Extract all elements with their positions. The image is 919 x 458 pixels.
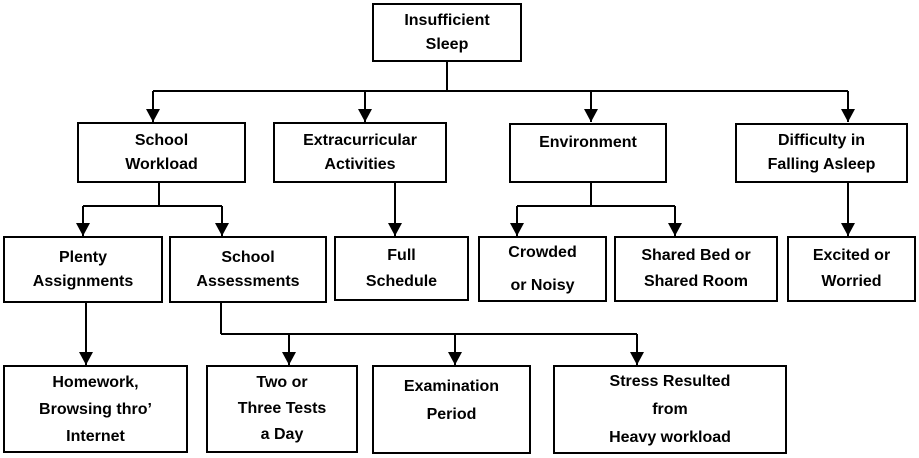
edge-line	[220, 303, 638, 365]
edge-line	[82, 183, 223, 236]
edge-difficulty-to-excited	[841, 183, 855, 236]
arrow-down-icon	[146, 109, 160, 122]
edge-line	[516, 183, 676, 236]
node-difficulty-falling-asleep: Difficulty in Falling Asleep	[735, 123, 908, 183]
edge-workload-to-children	[76, 183, 229, 236]
arrow-down-icon	[630, 352, 644, 365]
arrow-down-icon	[282, 352, 296, 365]
node-environment: Environment	[509, 123, 667, 183]
node-plenty-assignments: Plenty Assignments	[3, 236, 163, 303]
node-school-workload: School Workload	[77, 122, 246, 183]
node-shared-bed-or-room: Shared Bed or Shared Room	[614, 236, 778, 302]
arrow-down-icon	[841, 109, 855, 122]
node-homework-browsing-internet: Homework, Browsing thro’ Internet	[3, 365, 188, 453]
node-examination-period: Examination Period	[372, 365, 531, 454]
arrow-down-icon	[841, 223, 855, 236]
arrow-down-icon	[388, 223, 402, 236]
node-extracurricular-activities: Extracurricular Activities	[273, 122, 447, 183]
node-insufficient-sleep: Insufficient Sleep	[372, 3, 522, 62]
edge-extracurricular-to-full-schedule	[388, 183, 402, 236]
node-excited-or-worried: Excited or Worried	[787, 236, 916, 302]
arrow-down-icon	[668, 223, 682, 236]
arrow-down-icon	[358, 109, 372, 122]
arrow-down-icon	[510, 223, 524, 236]
node-full-schedule: Full Schedule	[334, 236, 469, 301]
arrow-down-icon	[79, 352, 93, 365]
arrow-down-icon	[584, 109, 598, 122]
edge-environment-to-children	[510, 183, 682, 236]
arrow-down-icon	[215, 223, 229, 236]
edge-line	[152, 62, 849, 122]
node-crowded-or-noisy: Crowded or Noisy	[478, 236, 607, 302]
edge-root-to-level2	[146, 62, 855, 122]
node-stress-heavy-workload: Stress Resulted from Heavy workload	[553, 365, 787, 454]
arrow-down-icon	[448, 352, 462, 365]
edge-plenty-to-homework	[79, 303, 93, 365]
node-school-assessments: School Assessments	[169, 236, 327, 303]
arrow-down-icon	[76, 223, 90, 236]
edge-assessments-to-children	[220, 303, 644, 365]
node-two-or-three-tests: Two or Three Tests a Day	[206, 365, 358, 453]
